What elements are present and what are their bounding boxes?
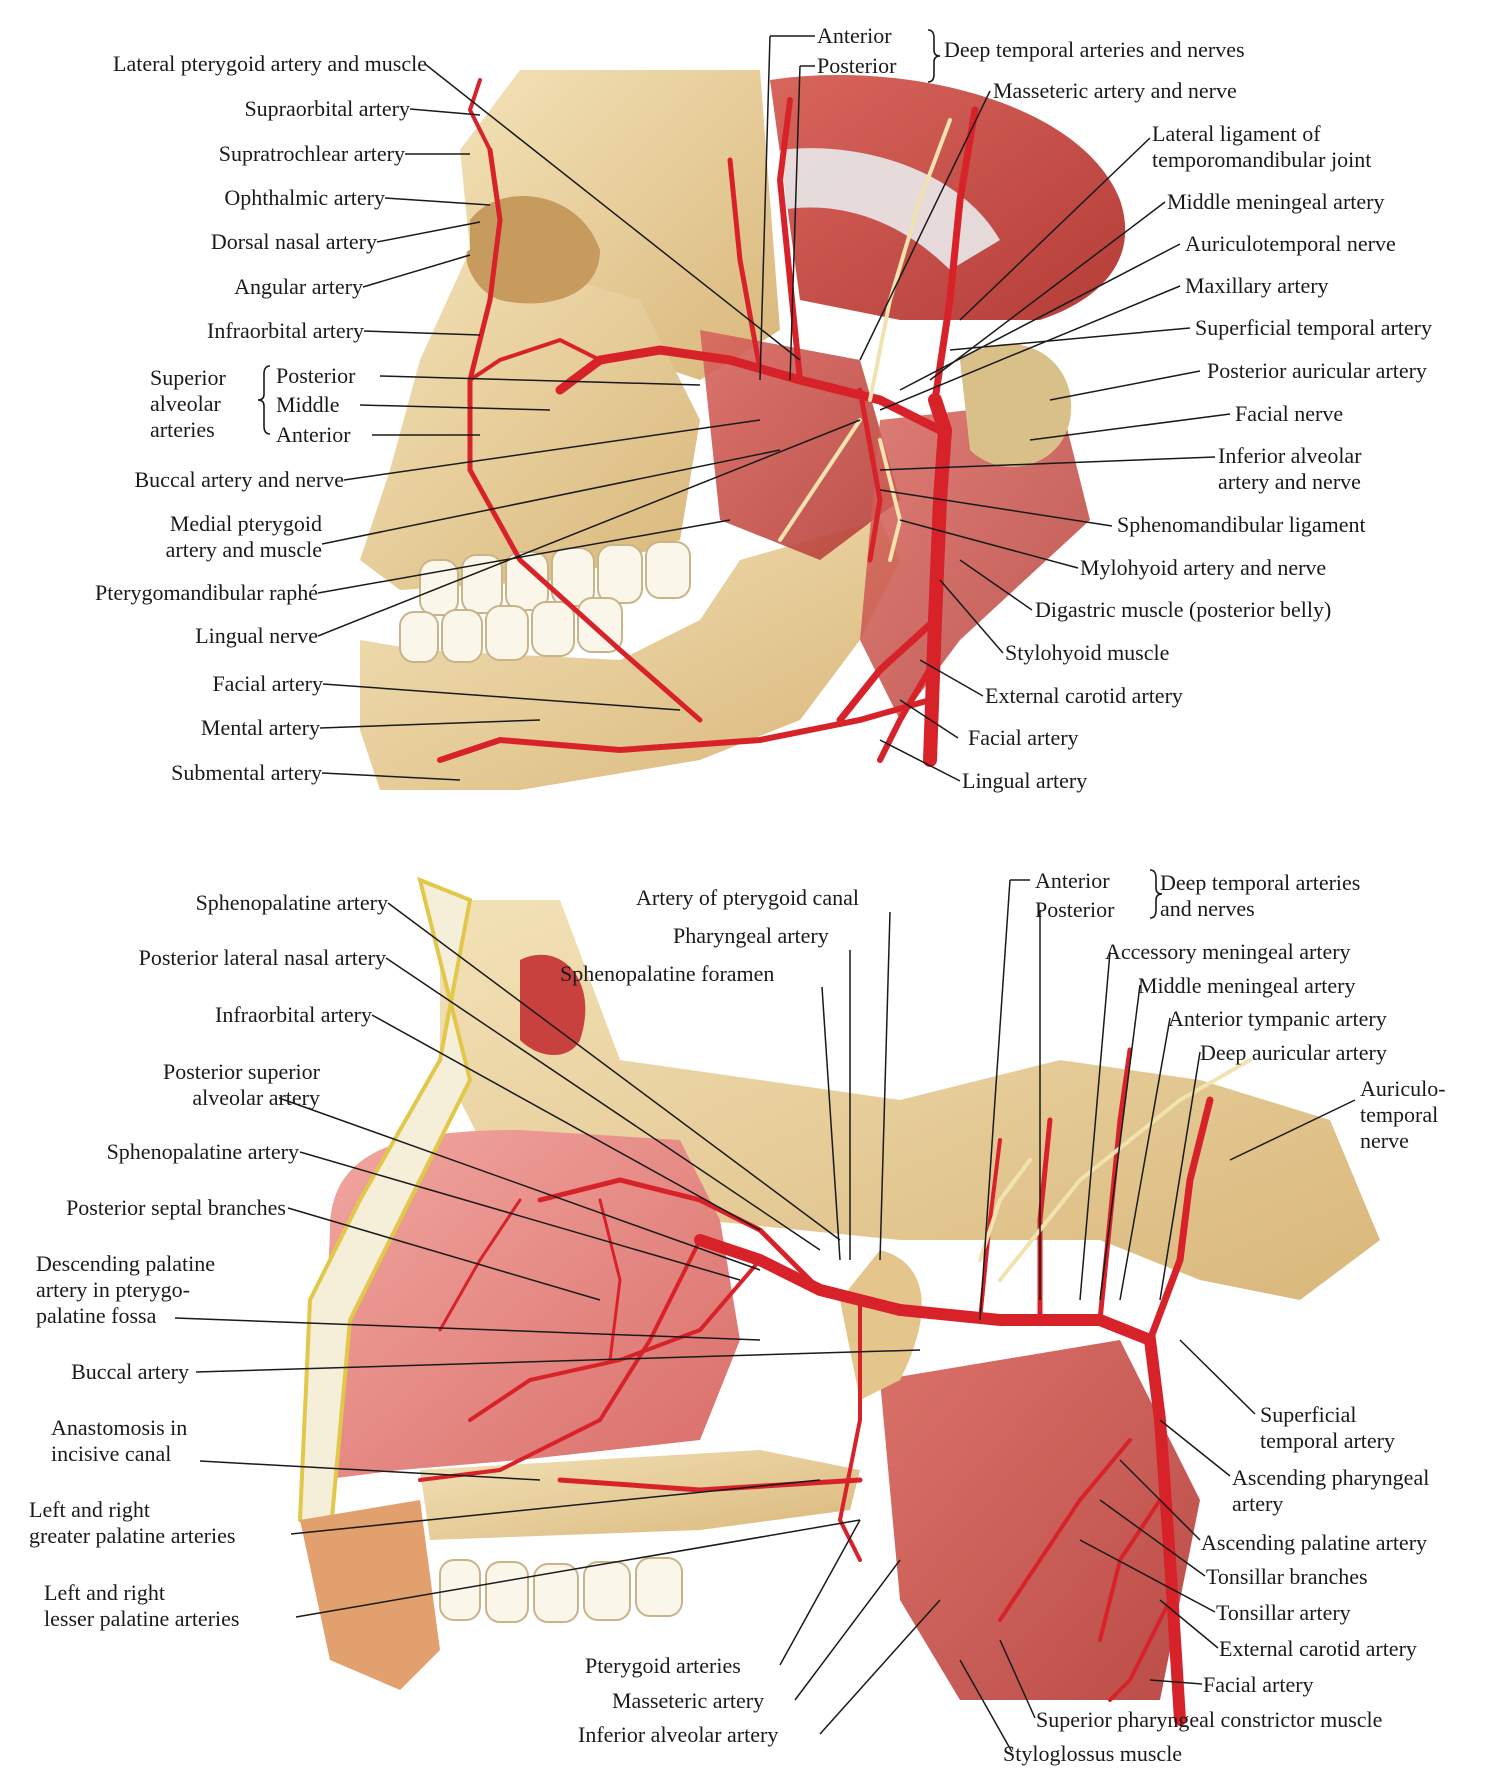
label-auriculotemporal-bottom: Auriculo- temporal nerve: [1360, 1076, 1446, 1153]
braces: [257, 29, 1163, 919]
leader-lines: [174, 35, 1356, 1753]
label-digastric: Digastric muscle (posterior belly): [1035, 597, 1332, 622]
maxilla: [360, 250, 700, 590]
nasal-mucosa: [320, 1130, 740, 1480]
label-artery-pterygoid-canal: Artery of pterygoid canal: [636, 885, 859, 910]
label-sa-posterior: Posterior: [276, 363, 356, 388]
label-external-carotid-bottom: External carotid artery: [1219, 1636, 1417, 1661]
label-inferior-alveolar-top: Inferior alveolar artery and nerve: [1218, 443, 1362, 494]
label-styloglossus: Styloglossus muscle: [1003, 1741, 1183, 1766]
bottom-sagittal-illustration: [297, 876, 1380, 1726]
label-sphenopalatine-artery-1: Sphenopalatine artery: [195, 890, 388, 915]
label-supratrochlear-artery: Supratrochlear artery: [218, 141, 405, 166]
pterygoid-muscles: [700, 330, 900, 560]
label-ophthalmic-artery: Ophthalmic artery: [224, 185, 385, 210]
hard-palate: [420, 1450, 860, 1540]
label-maxillary-artery: Maxillary artery: [1185, 273, 1329, 298]
label-buccal-artery-nerve: Buccal artery and nerve: [134, 467, 345, 492]
label-auriculotemporal-top: Auriculotemporal nerve: [1185, 231, 1396, 256]
label-lateral-ligament-tmj: Lateral ligament of temporomandibular jo…: [1152, 121, 1372, 172]
lip-region: [300, 1500, 440, 1690]
label-anastomosis-incisive: Anastomosis in incisive canal: [51, 1415, 188, 1466]
lower-teeth: [399, 597, 623, 663]
label-dorsal-nasal-artery: Dorsal nasal artery: [210, 229, 377, 254]
label-dt-anterior-bottom: Anterior: [1035, 868, 1110, 893]
brace-superior-alveolar: [257, 365, 271, 435]
brace-deep-temporal-top: [927, 29, 941, 83]
label-deep-temporal-top: Deep temporal arteries and nerves: [944, 37, 1245, 62]
label-dt-anterior-top: Anterior: [817, 23, 892, 48]
label-lingual-artery: Lingual artery: [962, 768, 1088, 793]
label-angular-artery: Angular artery: [234, 274, 363, 299]
bottom-arteries: [418, 1047, 1214, 1726]
label-lesser-palatine: Left and right lesser palatine arteries: [44, 1580, 240, 1631]
sphenoid-sinus: [520, 954, 586, 1055]
label-pterygoid-arteries: Pterygoid arteries: [585, 1653, 741, 1678]
label-middle-meningeal-top: Middle meningeal artery: [1167, 189, 1385, 214]
label-ascending-palatine: Ascending palatine artery: [1201, 1530, 1428, 1555]
label-mental-artery: Mental artery: [200, 715, 320, 740]
label-dt-posterior-bottom: Posterior: [1035, 897, 1115, 922]
ear-region: [960, 343, 1072, 467]
top-skull-illustration: [360, 70, 1126, 790]
label-deep-auricular: Deep auricular artery: [1200, 1040, 1387, 1065]
label-external-carotid-top: External carotid artery: [985, 683, 1183, 708]
label-accessory-meningeal: Accessory meningeal artery: [1105, 939, 1351, 964]
label-superficial-temporal-top: Superficial temporal artery: [1195, 315, 1433, 340]
label-tonsillar-artery: Tonsillar artery: [1216, 1600, 1351, 1625]
label-dt-posterior-top: Posterior: [817, 53, 897, 78]
label-sphenopalatine-foramen: Sphenopalatine foramen: [560, 961, 775, 986]
label-posterior-auricular: Posterior auricular artery: [1207, 358, 1427, 383]
label-posterior-septal: Posterior septal branches: [66, 1195, 286, 1220]
label-mylohyoid: Mylohyoid artery and nerve: [1080, 555, 1327, 580]
label-pharyngeal-artery: Pharyngeal artery: [673, 923, 829, 948]
label-masseteric-artery-nerve: Masseteric artery and nerve: [993, 78, 1237, 103]
upper-teeth: [419, 541, 691, 616]
label-pterygomandibular-raphe: Pterygomandibular raphé: [95, 580, 318, 605]
label-anterior-tympanic: Anterior tympanic artery: [1168, 1006, 1387, 1031]
label-lingual-nerve: Lingual nerve: [195, 623, 318, 648]
label-superior-pharyngeal-constrictor: Superior pharyngeal constrictor muscle: [1036, 1707, 1383, 1732]
mandible: [360, 520, 900, 790]
label-infraorbital-artery: Infraorbital artery: [207, 318, 364, 343]
label-lateral-pterygoid: Lateral pterygoid artery and muscle: [113, 51, 427, 76]
top-arteries: [437, 78, 979, 767]
label-infraorbital-bottom: Infraorbital artery: [215, 1002, 372, 1027]
label-inferior-alveolar-bottom: Inferior alveolar artery: [578, 1722, 779, 1747]
label-superficial-temporal-bottom: Superficial temporal artery: [1260, 1402, 1395, 1453]
label-sphenopalatine-artery-2: Sphenopalatine artery: [106, 1139, 299, 1164]
pharyngeal-muscles: [880, 1340, 1200, 1700]
label-ascending-pharyngeal: Ascending pharyngeal artery: [1232, 1465, 1430, 1516]
label-sa-anterior: Anterior: [276, 422, 351, 447]
label-medial-pterygoid: Medial pterygoid artery and muscle: [165, 511, 322, 562]
label-deep-temporal-bottom: Deep temporal arteries and nerves: [1160, 870, 1361, 921]
label-greater-palatine: Left and right greater palatine arteries: [29, 1497, 236, 1548]
label-posterior-superior-alveolar: Posterior superior alveolar artery: [162, 1059, 320, 1110]
label-tonsillar-branches: Tonsillar branches: [1206, 1564, 1368, 1589]
label-facial-nerve: Facial nerve: [1235, 401, 1344, 426]
label-facial-artery-left: Facial artery: [212, 671, 323, 696]
label-stylohyoid: Stylohyoid muscle: [1005, 640, 1170, 665]
label-buccal-artery-bottom: Buccal artery: [71, 1359, 189, 1384]
label-supraorbital-artery: Supraorbital artery: [244, 96, 410, 121]
label-submental-artery: Submental artery: [171, 760, 322, 785]
label-descending-palatine: Descending palatine artery in pterygo- p…: [36, 1251, 215, 1328]
label-superior-alveolar-arteries: Superior alveolar arteries: [150, 365, 226, 442]
brace-deep-temporal-bottom: [1149, 869, 1163, 919]
label-facial-artery-right: Facial artery: [968, 725, 1079, 750]
label-middle-meningeal-bottom: Middle meningeal artery: [1138, 973, 1356, 998]
label-masseteric-artery-bottom: Masseteric artery: [612, 1688, 765, 1713]
temporalis-tendon: [780, 148, 1000, 270]
label-posterior-lateral-nasal: Posterior lateral nasal artery: [138, 945, 386, 970]
label-facial-artery-bottom: Facial artery: [1203, 1672, 1314, 1697]
label-sa-middle: Middle: [276, 392, 340, 417]
label-sphenomandibular: Sphenomandibular ligament: [1117, 512, 1366, 537]
upper-teeth-bottom: [439, 1557, 683, 1623]
